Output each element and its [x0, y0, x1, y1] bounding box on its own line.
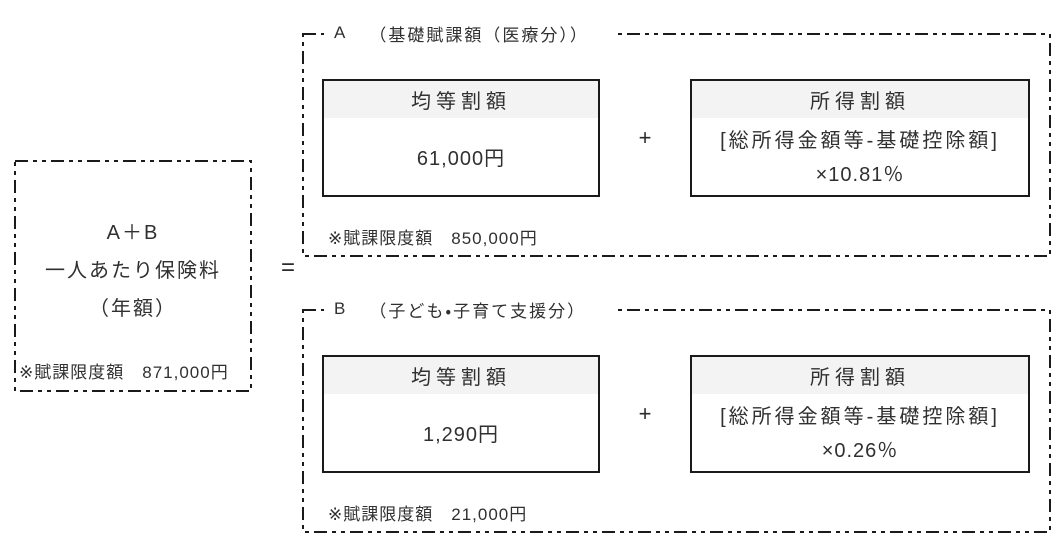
section-a-title: （基礎賦課額（医療分）） — [369, 25, 589, 45]
income-based-formula-b: [総所得金額等-基礎控除額] ×0.26％ — [692, 394, 1028, 471]
section-a-label: A （基礎賦課額（医療分）） — [324, 21, 617, 45]
section-b-child-support: B （子ども・子育て支援分） 均等割額 1,290円 + 所得割額 [総所得金額… — [302, 297, 1051, 533]
total-premium-text: A＋B 一人あたり保険料 （年額） — [14, 214, 252, 328]
income-based-box-b: 所得割額 [総所得金額等-基礎控除額] ×0.26％ — [690, 355, 1030, 473]
per-capita-box-b: 均等割額 1,290円 — [322, 355, 600, 473]
income-formula-base-a: [総所得金額等-基礎控除額] — [720, 130, 1000, 153]
section-b-title: （子ども・子育て支援分） — [369, 301, 587, 321]
total-formula-text: A＋B — [106, 222, 160, 244]
total-period-label: （年額） — [89, 298, 177, 320]
per-capita-value-b: 1,290円 — [422, 424, 500, 446]
income-based-box-a: 所得割額 [総所得金額等-基礎控除額] ×10.81％ — [690, 79, 1030, 197]
per-capita-value-a: 61,000円 — [416, 148, 506, 170]
income-based-header-a: 所得割額 — [692, 81, 1028, 118]
section-b-label: B （子ども・子育て支援分） — [324, 297, 615, 321]
income-formula-rate-b: ×0.26％ — [821, 439, 899, 462]
per-capita-box-a: 均等割額 61,000円 — [322, 79, 600, 197]
per-capita-header-a: 均等割額 — [324, 81, 598, 118]
per-capita-header-b: 均等割額 — [324, 357, 598, 394]
section-a-letter: A — [334, 23, 348, 42]
income-based-header-b: 所得割額 — [692, 357, 1028, 394]
section-a-medical: A （基礎賦課額（医療分）） 均等割額 61,000円 + 所得割額 [総所得金… — [302, 21, 1051, 257]
plus-sign-a: + — [638, 125, 652, 150]
equals-sign: = — [280, 254, 295, 281]
income-based-formula-a: [総所得金額等-基礎控除額] ×10.81％ — [692, 118, 1028, 195]
total-premium-label: 一人あたり保険料 — [45, 260, 221, 282]
total-premium-box: A＋B 一人あたり保険料 （年額） ※賦課限度額 871,000円 — [14, 160, 252, 392]
section-a-limit-note: ※賦課限度額 850,000円 — [328, 229, 538, 248]
income-formula-rate-a: ×10.81％ — [815, 163, 905, 186]
section-b-limit-note: ※賦課限度額 21,000円 — [328, 505, 528, 524]
plus-sign-b: + — [638, 401, 652, 426]
income-formula-base-b: [総所得金額等-基礎控除額] — [720, 406, 1000, 429]
total-limit-note: ※賦課限度額 871,000円 — [19, 363, 229, 382]
section-b-letter: B — [334, 299, 348, 318]
